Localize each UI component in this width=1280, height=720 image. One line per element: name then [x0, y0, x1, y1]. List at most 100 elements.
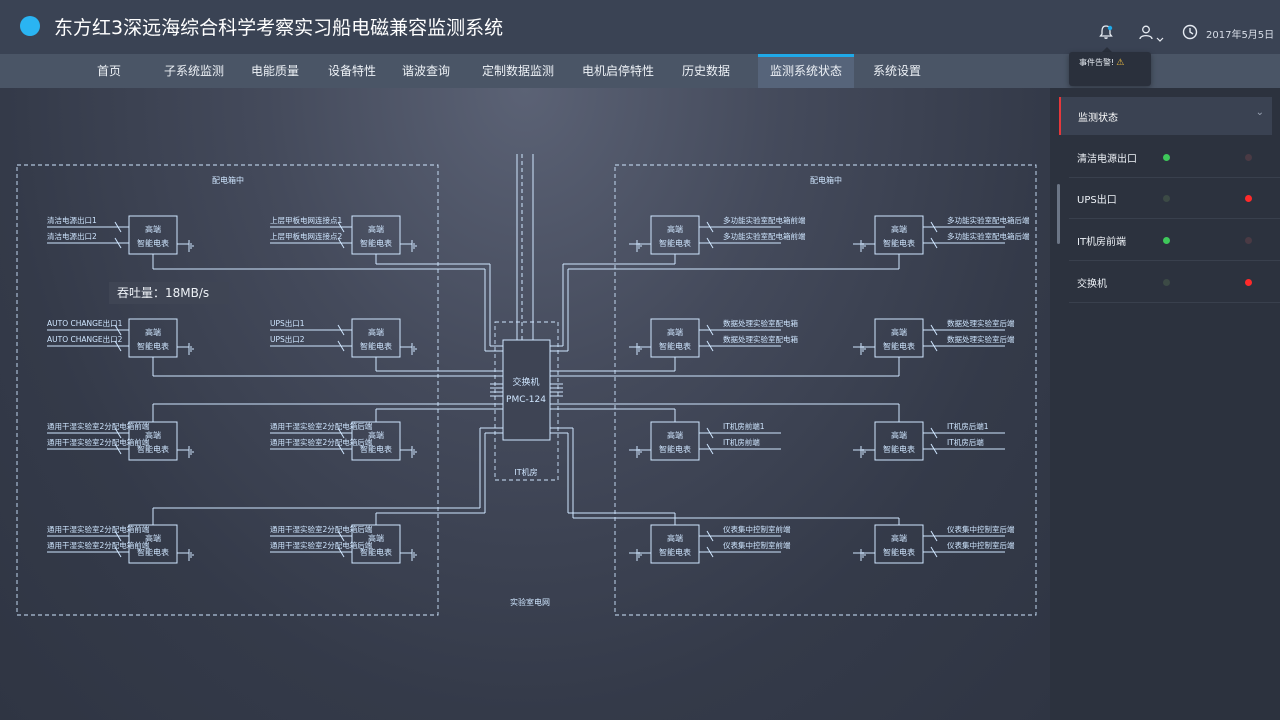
smart-meter-label: 高端 — [368, 224, 384, 234]
feeder-label: AUTO CHANGE出口1 — [47, 318, 123, 328]
nav-subsystem-monitor[interactable]: 子系统监测 — [164, 64, 225, 78]
wire — [706, 530, 714, 542]
wire — [930, 324, 938, 336]
nav-system-settings[interactable]: 系统设置 — [873, 64, 922, 78]
tooltip-arrow — [1101, 47, 1113, 53]
smart-meter-box — [128, 215, 178, 255]
bell-icon[interactable] — [1098, 24, 1114, 44]
smart-meter-box — [874, 318, 924, 358]
status-ok-indicator — [1163, 279, 1170, 286]
feeder-label: 多功能实验室配电箱后端 — [947, 231, 1030, 241]
smart-meter-label: 高端 — [667, 430, 683, 440]
warning-icon: ⚠ — [1116, 58, 1125, 68]
smart-meter-label: 高端 — [667, 533, 683, 543]
status-ok-indicator — [1163, 154, 1170, 161]
chevron-down-icon[interactable]: ⌄ — [1255, 107, 1264, 118]
feeder-label: 数据处理实验室配电箱 — [723, 334, 798, 344]
wire — [706, 427, 714, 439]
nav-monitor-system-status[interactable]: 监测系统状态 — [758, 54, 855, 88]
row-label: 清洁电源出口 — [1077, 154, 1137, 165]
nav-device-characteristics[interactable]: 设备特性 — [328, 64, 377, 78]
smart-meter-label: 高端 — [891, 224, 907, 234]
nav-harmonic-query[interactable]: 谐波查询 — [402, 64, 451, 78]
feeder-label: 通用干湿实验室2分配电箱前端 — [47, 524, 150, 534]
feeder-label: UPS出口2 — [270, 334, 305, 344]
smart-meter-label: 智能电表 — [360, 341, 392, 351]
smart-meter-box — [650, 318, 700, 358]
wire — [706, 443, 714, 455]
status-row[interactable]: 交换机 — [1069, 262, 1280, 303]
feeder-label: 仪表集中控制室前端 — [723, 540, 791, 550]
feeder-label: IT机房前端 — [723, 437, 760, 447]
feeder-label: 通用干湿实验室2分配电箱后端 — [270, 421, 373, 431]
status-row[interactable]: IT机房前端 — [1069, 220, 1280, 261]
smart-meter-label: 智能电表 — [659, 444, 691, 454]
smart-meter-label: 高端 — [145, 224, 161, 234]
status-alarm-indicator — [1245, 195, 1252, 202]
switch-label: 交换机 — [512, 376, 539, 388]
smart-meter-label: 智能电表 — [137, 238, 169, 248]
switch-box — [502, 339, 551, 441]
chevron-down-icon[interactable] — [1156, 28, 1164, 47]
status-sidebar: 监测状态 ⌄ 清洁电源出口 UPS出口 IT机房前端 交换机 — [1050, 88, 1280, 720]
smart-meter-label: 智能电表 — [883, 444, 915, 454]
logo-icon — [20, 16, 40, 36]
power-network-diagram: 配电箱中配电箱中实验室电网交换机PMC-124IT机房高端智能电表清洁电源出口1… — [16, 154, 1037, 616]
status-panel-header[interactable]: 监测状态 ⌄ — [1059, 97, 1272, 135]
clock-icon — [1182, 24, 1198, 44]
feeder-label: 上层甲板电网连接点2 — [270, 231, 342, 241]
main-nav: 首页 子系统监测 电能质量 设备特性 谐波查询 定制数据监测 电机启停特性 历史… — [0, 54, 1280, 88]
wire — [337, 427, 345, 439]
smart-meter-box — [874, 524, 924, 564]
wire — [114, 427, 122, 439]
event-alarm-tooltip: 事件告警!⚠ — [1069, 52, 1151, 86]
nav-home[interactable]: 首页 — [97, 64, 122, 78]
smart-meter-label: 高端 — [667, 224, 683, 234]
wire — [930, 237, 938, 249]
wire — [337, 546, 345, 558]
grid-label: 实验室电网 — [510, 597, 550, 607]
smart-meter-label: 智能电表 — [137, 547, 169, 557]
smart-meter-box — [874, 421, 924, 461]
top-header: 东方红3深远海综合科学考察实习船电磁兼容监测系统 2017年5月5日 — [0, 0, 1280, 54]
feeder-label: 清洁电源出口2 — [47, 231, 97, 241]
right-distribution-box — [614, 164, 1037, 616]
wire — [337, 221, 345, 233]
status-row[interactable]: UPS出口 — [1069, 178, 1280, 219]
status-alarm-indicator — [1245, 279, 1252, 286]
feeder-label: 仪表集中控制室后端 — [947, 540, 1015, 550]
row-label: UPS出口 — [1077, 195, 1117, 206]
nav-power-quality[interactable]: 电能质量 — [251, 64, 300, 78]
status-row[interactable]: 清洁电源出口 — [1069, 137, 1280, 178]
feeder-label: IT机房后端 — [947, 437, 984, 447]
sidebar-scrollbar[interactable] — [1057, 184, 1060, 244]
feeder-label: 数据处理实验室配电箱 — [723, 318, 798, 328]
tooltip-text: 事件告警! — [1079, 58, 1115, 67]
nav-motor-start-stop[interactable]: 电机启停特性 — [582, 64, 655, 78]
feeder-label: 通用干湿实验室2分配电箱前端 — [47, 421, 150, 431]
wire — [114, 221, 122, 233]
smart-meter-label: 高端 — [368, 533, 384, 543]
smart-meter-label: 智能电表 — [659, 341, 691, 351]
it-room-label: IT机房 — [514, 467, 537, 477]
smart-meter-label: 高端 — [891, 533, 907, 543]
feeder-label: AUTO CHANGE出口2 — [47, 334, 123, 344]
smart-meter-label: 智能电表 — [137, 444, 169, 454]
nav-history-data[interactable]: 历史数据 — [682, 64, 731, 78]
status-ok-indicator — [1163, 195, 1170, 202]
wire — [114, 546, 122, 558]
feeder-label: 仪表集中控制室前端 — [723, 524, 791, 534]
nav-custom-data-monitor[interactable]: 定制数据监测 — [482, 64, 555, 78]
feeder-label: 数据处理实验室后端 — [947, 334, 1015, 344]
wire — [114, 443, 122, 455]
smart-meter-label: 智能电表 — [360, 444, 392, 454]
smart-meter-box — [650, 421, 700, 461]
smart-meter-label: 高端 — [667, 327, 683, 337]
switch-label: PMC-124 — [506, 395, 546, 405]
app-title: 东方红3深远海综合科学考察实习船电磁兼容监测系统 — [54, 17, 504, 39]
user-icon[interactable] — [1138, 24, 1154, 44]
wire — [930, 427, 938, 439]
smart-meter-label: 高端 — [368, 430, 384, 440]
wire — [706, 340, 714, 352]
current-date: 2017年5月5日 — [1206, 30, 1275, 41]
